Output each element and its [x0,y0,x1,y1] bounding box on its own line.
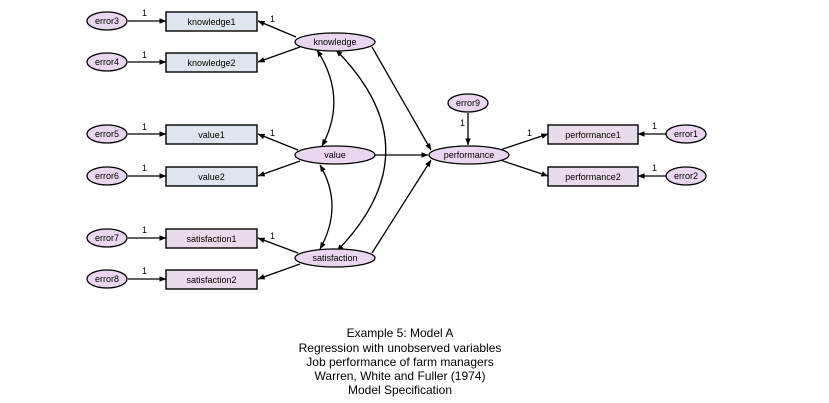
error8-node: error8 [86,269,128,289]
value2-label: value2 [198,172,225,182]
performance1-label: performance1 [565,130,621,140]
error6-label: error6 [95,171,119,181]
error1-label: error1 [674,129,698,139]
error1-node: error1 [665,124,707,144]
fixed-label-error6: 1 [142,163,147,173]
performance-label: performance [444,150,495,160]
performance1-node: performance1 [547,124,639,145]
knowledge1-node: knowledge1 [165,11,258,32]
fixed-label-satisfaction1: 1 [270,231,275,241]
caption-line-2: Regression with unobserved variables [299,341,502,355]
knowledge2-label: knowledge2 [187,58,235,68]
error-terms: error3 error4 error5 error6 error7 error… [86,11,707,289]
value1-node: value1 [165,124,258,145]
fixed-label-error4: 1 [142,50,147,60]
fixed-label-value1: 1 [270,128,275,138]
satisfaction2-node: satisfaction2 [165,269,258,290]
path-performance-performance2 [499,159,549,177]
error2-node: error2 [665,166,707,186]
path-satisfaction-satisfaction2 [257,263,301,280]
path-satisfaction-satisfaction1 [257,237,299,254]
covariance-knowledge-value [316,49,335,147]
knowledge2-node: knowledge2 [165,52,258,73]
error8-label: error8 [95,274,119,284]
path-value-value2 [257,160,301,177]
path-knowledge-performance [371,46,432,151]
satisfaction1-node: satisfaction1 [165,228,258,249]
caption-line-5: Model Specification [348,383,452,397]
error7-node: error7 [86,228,128,248]
error3-label: error3 [95,16,119,26]
path-performance-performance1 [499,133,549,151]
value-label: value [324,150,346,160]
connectors [128,18,666,282]
covariance-value-satisfaction [319,164,333,250]
path-knowledge-knowledge2 [257,46,301,63]
error9-node: error9 [447,93,489,113]
knowledge1-label: knowledge1 [187,17,235,27]
value1-label: value1 [198,130,225,140]
error5-label: error5 [95,129,119,139]
performance2-node: performance2 [547,166,639,187]
path-knowledge-knowledge1 [257,20,297,38]
error9-label: error9 [456,98,480,108]
fixed-label-error8: 1 [142,266,147,276]
fixed-label-knowledge1: 1 [270,14,275,24]
latent-variables: knowledge value satisfaction performance [294,32,510,268]
fixed-label-error5: 1 [142,122,147,132]
caption-line-4: Warren, White and Fuller (1974) [315,369,486,383]
error4-label: error4 [95,57,119,67]
satisfaction-label: satisfaction [312,253,357,263]
knowledge-node: knowledge [294,32,376,52]
error3-node: error3 [86,11,128,31]
path-satisfaction-performance [371,159,432,254]
covariance-knowledge-satisfaction [335,49,387,252]
performance2-label: performance2 [565,172,621,182]
fixed-label-performance1: 1 [527,128,532,138]
knowledge-label: knowledge [313,37,356,47]
satisfaction2-label: satisfaction2 [186,275,236,285]
error5-node: error5 [86,124,128,144]
caption-line-3: Job performance of farm managers [306,355,493,369]
error4-node: error4 [86,52,128,72]
error2-label: error2 [674,171,698,181]
caption-line-1: Example 5: Model A [347,326,454,340]
observed-variables: knowledge1 knowledge2 value1 value2 sati… [165,11,639,290]
error6-node: error6 [86,166,128,186]
path-value-value1 [257,133,299,151]
caption: Example 5: Model A Regression with unobs… [299,326,502,397]
fixed-label-error2: 1 [652,163,657,173]
satisfaction1-label: satisfaction1 [186,234,236,244]
value2-node: value2 [165,166,258,187]
fixed-label-error1: 1 [652,121,657,131]
fixed-label-error9: 1 [460,118,465,128]
fixed-label-error7: 1 [142,225,147,235]
satisfaction-node: satisfaction [294,248,376,268]
fixed-parameter-labels: 1 1 1 1 1 1 1 1 1 1 1 1 1 [142,8,657,276]
performance-node: performance [428,145,510,165]
fixed-label-error3: 1 [142,8,147,18]
value-node: value [294,145,376,165]
error7-label: error7 [95,233,119,243]
